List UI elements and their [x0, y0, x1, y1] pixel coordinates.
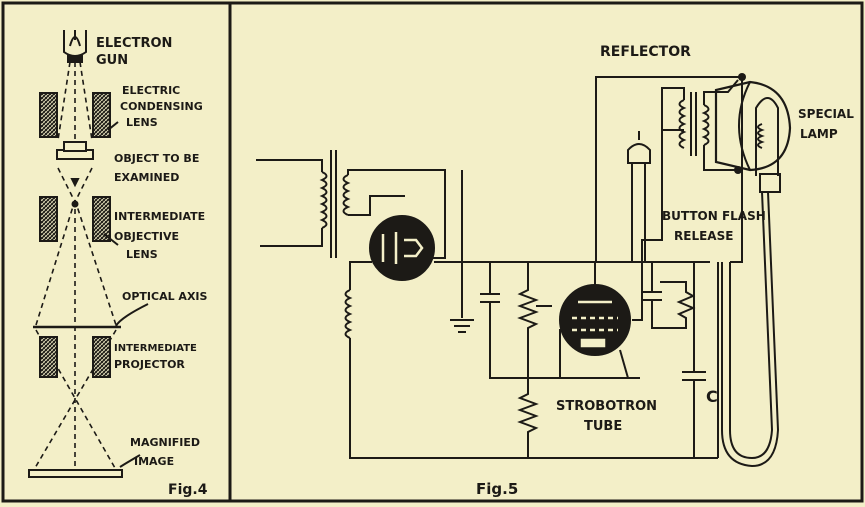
- label-condensing-3: LENS: [126, 116, 158, 129]
- label-special-lamp-1: SPECIAL: [798, 107, 854, 121]
- label-button-flash-2: RELEASE: [674, 229, 733, 243]
- label-strobotron-1: STROBOTRON: [556, 399, 657, 414]
- fig5-caption: Fig.5: [476, 480, 518, 498]
- projector-lens-left-icon: [39, 336, 58, 378]
- fig4-caption: Fig.4: [168, 482, 208, 498]
- special-lamp-icon: [721, 97, 781, 468]
- label-capacitor-c: C: [706, 387, 718, 406]
- label-magnified-2: IMAGE: [134, 455, 174, 468]
- label-strobotron-2: TUBE: [584, 419, 622, 434]
- label-optical-axis: OPTICAL AXIS: [122, 290, 208, 303]
- label-electron-gun-2: GUN: [96, 53, 128, 68]
- electron-gun-icon: [63, 30, 87, 63]
- label-intermediate-1: INTERMEDIATE: [114, 210, 205, 223]
- flash-release-icon: [627, 131, 651, 262]
- label-condensing-1: ELECTRIC: [122, 84, 180, 97]
- rectifier-tube-icon: [369, 215, 435, 281]
- fig5-labels: REFLECTOR SPECIAL LAMP BUTTON FLASH RELE…: [476, 44, 854, 498]
- objective-lens-left-icon: [39, 196, 58, 242]
- label-special-lamp-2: LAMP: [800, 127, 838, 141]
- label-magnified-1: MAGNIFIED: [130, 436, 200, 449]
- object-holder-icon: [56, 141, 94, 160]
- label-intermediate-2: OBJECTIVE: [114, 230, 179, 243]
- label-reflector: REFLECTOR: [600, 44, 691, 60]
- condensing-lens-left-icon: [39, 92, 58, 138]
- screen-icon: [28, 469, 123, 478]
- projector-lens-right-icon: [92, 336, 111, 378]
- fig5-circuit: [256, 73, 792, 468]
- fig4-labels: ELECTRON GUN ELECTRIC CONDENSING LENS OB…: [96, 36, 208, 498]
- objective-lens-right-icon: [92, 196, 111, 242]
- label-electron-gun-1: ELECTRON: [96, 36, 172, 51]
- label-condensing-2: CONDENSING: [120, 100, 203, 113]
- label-object-2: EXAMINED: [114, 171, 179, 184]
- label-object-1: OBJECT TO BE: [114, 152, 199, 165]
- label-projector-2: PROJECTOR: [114, 358, 185, 371]
- label-button-flash-1: BUTTON FLASH: [662, 209, 766, 223]
- fig4-microscope: [28, 30, 149, 478]
- label-projector-1: INTERMEDIATE: [114, 343, 197, 354]
- label-intermediate-3: LENS: [126, 248, 158, 261]
- condensing-lens-right-icon: [92, 92, 111, 138]
- reflector-icon: [714, 80, 792, 172]
